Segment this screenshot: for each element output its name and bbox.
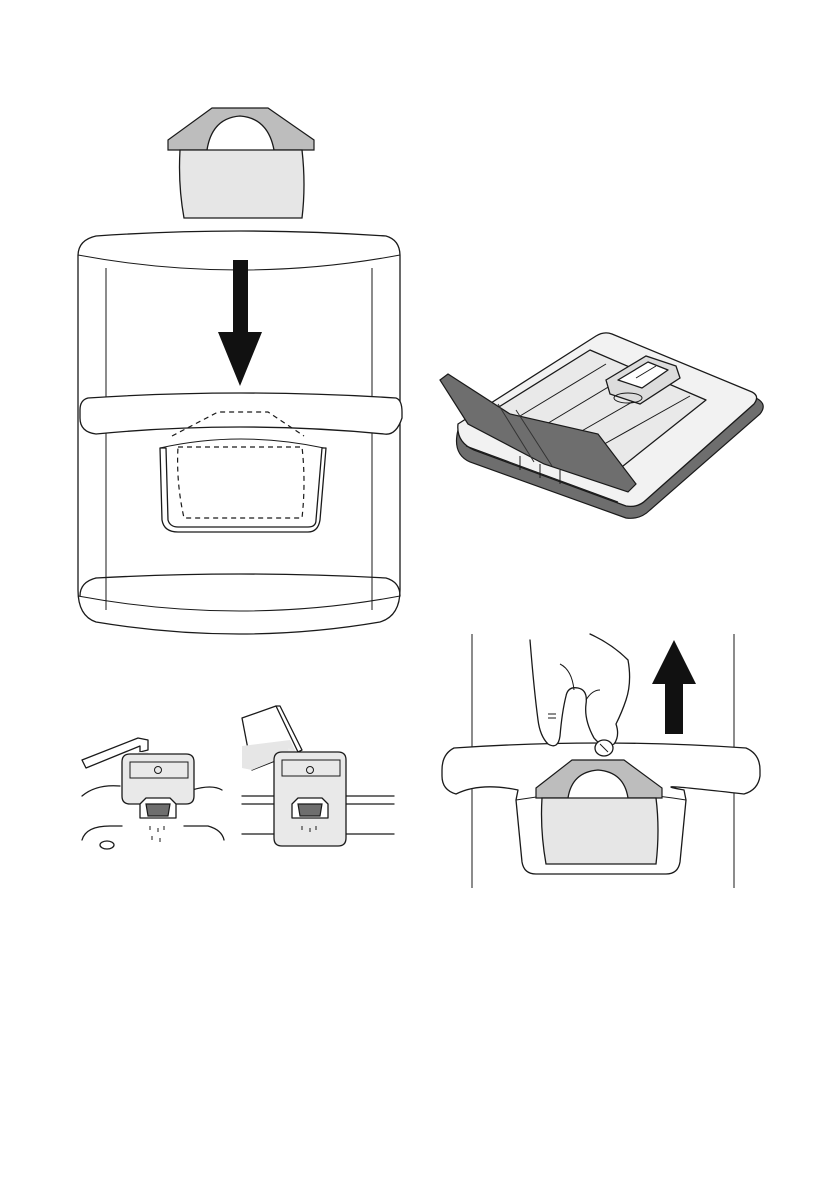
hand-icon	[530, 634, 630, 746]
dispenser-recess	[160, 448, 326, 532]
fill-from-jug-panel	[242, 706, 394, 846]
up-arrow-icon	[652, 640, 696, 734]
cartridge-cap	[168, 108, 314, 150]
insert-cartridge-panel	[78, 108, 402, 634]
remove-cartridge-panel	[442, 634, 760, 888]
rinse-under-tap-panel	[82, 738, 224, 849]
cartridge-body-inserted	[542, 798, 659, 864]
dispenser-tray-panel	[440, 333, 763, 518]
down-arrow-icon	[218, 260, 262, 386]
cartridge-body	[180, 150, 305, 218]
